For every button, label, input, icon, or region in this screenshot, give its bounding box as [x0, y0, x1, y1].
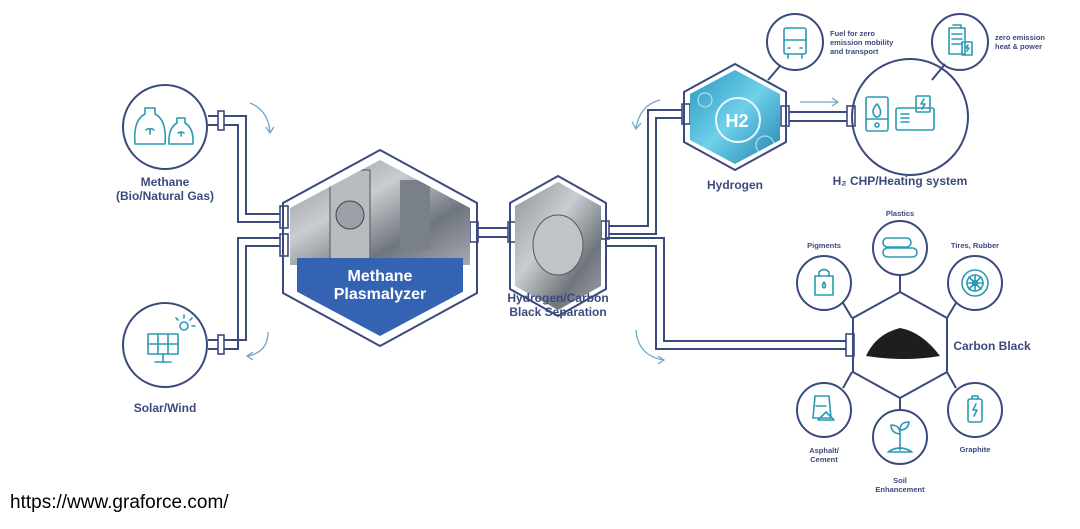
flow-arrow [800, 97, 840, 107]
source-url: https://www.graforce.com/ [10, 492, 229, 513]
use-label: emission mobility [830, 38, 894, 47]
pigments-use: Pigments [796, 241, 852, 311]
carbon-black-label: Carbon Black [953, 339, 1031, 353]
pipe-separation-hydrogen [600, 103, 691, 240]
solar-label: Solar/Wind [134, 401, 197, 415]
truck-icon [783, 27, 807, 59]
pipe-methane [208, 110, 285, 223]
pipes-icon [882, 237, 918, 258]
separation-label: Hydrogen/Carbon [507, 291, 608, 305]
solar-input: Solar/Wind [122, 302, 208, 415]
use-label: Fuel for zero [830, 29, 875, 38]
plastics-use: Plastics [872, 209, 928, 276]
carbon-black-image [866, 328, 940, 359]
methane-sublabel: (Bio/Natural Gas) [116, 189, 214, 203]
flow-arrow [245, 331, 269, 361]
hydrogen-node: H2 Hydrogen [683, 62, 787, 192]
carbon-black-node: Carbon Black [842, 275, 1031, 410]
solar-panel-icon [147, 314, 196, 363]
pipe-solar [208, 205, 289, 355]
plasmalyzer-node: Methane Plasmalyzer [282, 148, 478, 348]
methane-input: Methane (Bio/Natural Gas) [116, 84, 214, 203]
use-label: Soil [893, 476, 907, 485]
separation-sublabel: Black Separation [509, 305, 606, 319]
tires-use: Tires, Rubber [947, 241, 1003, 311]
heat-power-use: zero emission heat & power [931, 13, 1045, 71]
boiler-generator-icon [865, 95, 935, 132]
flow-arrow [249, 102, 275, 135]
methane-label: Methane [141, 175, 190, 189]
gas-tanks-icon [133, 107, 194, 145]
use-label: heat & power [995, 42, 1042, 51]
plasmalyzer-sublabel: Plasmalyzer [334, 286, 427, 303]
flow-arrow [631, 99, 661, 131]
use-label: Cement [810, 455, 838, 464]
use-label: Pigments [807, 241, 841, 250]
use-label: zero emission [995, 33, 1045, 42]
building-power-icon [948, 24, 973, 56]
asphalt-use: Asphalt/ Cement [796, 382, 852, 464]
cement-bag-icon [812, 395, 835, 421]
plasmalyzer-label: Methane [348, 268, 413, 285]
chp-node: H₂ CHP/Heating system [833, 58, 969, 188]
use-label: and transport [830, 47, 879, 56]
flow-arrow [635, 329, 666, 365]
use-label: Graphite [960, 445, 991, 454]
soil-use: Soil Enhancement [872, 409, 928, 494]
use-label: Plastics [886, 209, 914, 218]
use-label: Asphalt/ [809, 446, 840, 455]
separation-photo [515, 182, 601, 310]
battery-icon [967, 395, 983, 423]
paint-bag-icon [814, 268, 834, 296]
separation-node: Hydrogen/Carbon Black Separation [507, 174, 609, 319]
use-label: Tires, Rubber [951, 241, 999, 250]
use-label: Enhancement [875, 485, 925, 494]
pipe-separation-carbon [605, 237, 855, 357]
hydrogen-symbol: H2 [725, 111, 748, 131]
sprout-icon [887, 421, 913, 453]
pipe-hydrogen-chp [780, 97, 856, 127]
graphite-use: Graphite [947, 382, 1003, 454]
tire-icon [961, 269, 989, 297]
mobility-use: Fuel for zero emission mobility and tran… [766, 13, 894, 71]
hydrogen-label: Hydrogen [707, 178, 763, 192]
chp-label: H₂ CHP/Heating system [833, 174, 968, 188]
